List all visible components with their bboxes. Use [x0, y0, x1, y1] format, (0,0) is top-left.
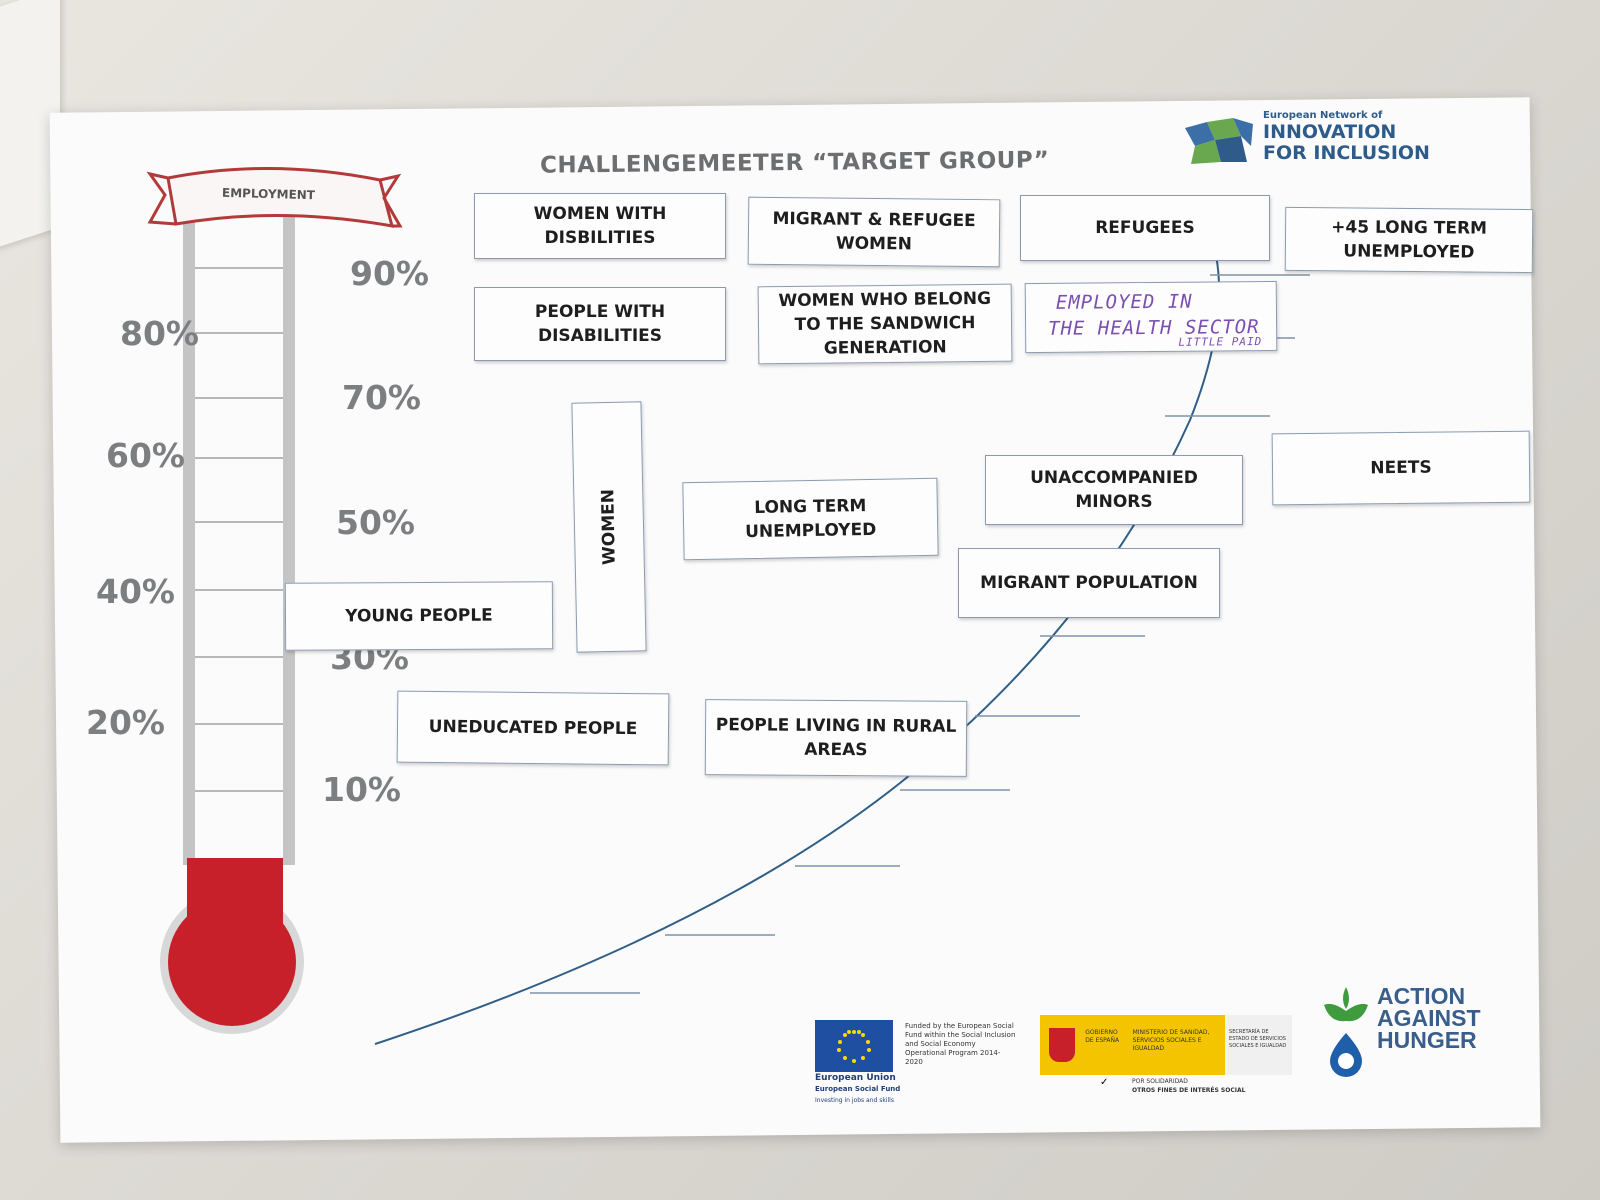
card-handwritten-health-sector[interactable]: EMPLOYED IN THE HEALTH SECTOR LITTLE PAI…	[1024, 280, 1278, 354]
eu-label: European Union	[815, 1073, 896, 1083]
card-long-term-unemployed[interactable]: LONG TERM UNEMPLOYED	[682, 477, 939, 561]
esf-tagline: Investing in jobs and skills	[815, 1097, 894, 1104]
card-women-disabilities[interactable]: WOMEN WITH DISBILITIES	[474, 193, 726, 259]
handwritten-line3: LITTLE PAID	[1178, 335, 1263, 349]
innovation-inclusion-logo: European Network of INNOVATION FOR INCLU…	[1185, 110, 1430, 175]
eni-logo-icon	[1185, 118, 1253, 164]
thermometer-tube-left	[183, 215, 195, 865]
funded-text: Funded by the European Social Fund withi…	[905, 1022, 1016, 1066]
logo-line1: INNOVATION	[1263, 121, 1397, 143]
card-rural-areas[interactable]: PEOPLE LIVING IN RURAL AREAS	[704, 699, 968, 777]
card-uneducated-people[interactable]: UNEDUCATED PEOPLE	[396, 690, 670, 766]
employment-banner-label: EMPLOYMENT	[221, 185, 316, 203]
curve-guide-lines	[530, 274, 1310, 994]
pct-label-70: 70%	[342, 378, 421, 417]
ministerio-label: MINISTERIO DE SANIDAD, SERVICIOS SOCIALE…	[1132, 1029, 1210, 1052]
aah-line1: ACTION	[1377, 983, 1466, 1009]
card-neets[interactable]: NEETS	[1271, 430, 1531, 506]
eu-label-block: European Union European Social Fund Inve…	[815, 1073, 915, 1106]
solidaridad-2: OTROS FINES DE INTERÉS SOCIAL	[1132, 1087, 1246, 1094]
aah-line2: AGAINST	[1377, 1005, 1481, 1031]
thermometer-scale-lines	[195, 267, 283, 792]
card-migrant-population[interactable]: MIGRANT POPULATION	[958, 548, 1220, 618]
logo-text: INNOVATION FOR INCLUSION	[1263, 122, 1430, 164]
card-women-label: WOMEN	[598, 488, 620, 566]
logo-line2: FOR INCLUSION	[1263, 142, 1430, 164]
thermometer-bulb	[168, 898, 296, 1026]
card-refugees[interactable]: REFUGEES	[1020, 195, 1270, 261]
employment-banner	[146, 166, 403, 228]
aah-leaf-drop-icon	[1324, 987, 1368, 1077]
handwritten-line1: EMPLOYED IN	[1055, 290, 1193, 314]
pct-label-10: 10%	[322, 770, 401, 809]
solidaridad-1: POR SOLIDARIDAD	[1132, 1078, 1188, 1085]
card-migrant-refugee-women[interactable]: MIGRANT & REFUGEE WOMEN	[747, 196, 1001, 268]
pct-label-20: 20%	[86, 703, 165, 742]
card-sandwich-generation[interactable]: WOMEN WHO BELONG TO THE SANDWICH GENERAT…	[757, 283, 1013, 365]
action-against-hunger-logo: ACTION AGAINST HUNGER	[1322, 985, 1492, 1085]
card-people-disabilities[interactable]: PEOPLE WITH DISABILITIES	[474, 287, 726, 361]
check-icon: ✓	[1100, 1077, 1109, 1088]
card-long-term-45[interactable]: +45 LONG TERM UNEMPLOYED	[1284, 206, 1534, 274]
card-women[interactable]: WOMEN	[571, 401, 647, 653]
aah-line3: HUNGER	[1377, 1027, 1477, 1053]
spain-government-banner: GOBIERNO DE ESPAÑA MINISTERIO DE SANIDAD…	[1040, 1015, 1292, 1075]
thermometer-tube-right	[283, 215, 295, 865]
esf-label: European Social Fund	[815, 1085, 901, 1093]
pct-label-80: 80%	[120, 314, 199, 353]
aah-text: ACTION AGAINST HUNGER	[1377, 983, 1481, 1053]
pct-label-90: 90%	[350, 254, 429, 293]
solidaridad-block: POR SOLIDARIDAD OTROS FINES DE INTERÉS S…	[1132, 1077, 1245, 1095]
pct-label-50: 50%	[336, 503, 415, 542]
growth-curve	[374, 249, 1221, 1045]
logo-small-text: European Network of	[1263, 110, 1383, 121]
pct-label-40: 40%	[96, 572, 175, 611]
eu-flag-icon	[815, 1020, 893, 1072]
pct-label-60: 60%	[106, 436, 185, 475]
gobierno-label: GOBIERNO DE ESPAÑA	[1085, 1029, 1120, 1044]
card-unaccompanied-minors[interactable]: UNACCOMPANIED MINORS	[985, 455, 1243, 525]
spain-coat-of-arms-icon	[1040, 1015, 1083, 1075]
card-young-people[interactable]: YOUNG PEOPLE	[284, 581, 554, 651]
poster-title: CHALLENGEMEETER “TARGET GROUP”	[539, 147, 1050, 179]
secretaria-label: SECRETARÍA DE ESTADO DE SERVICIOS SOCIAL…	[1225, 1015, 1292, 1075]
eu-stars-icon	[837, 1030, 871, 1063]
